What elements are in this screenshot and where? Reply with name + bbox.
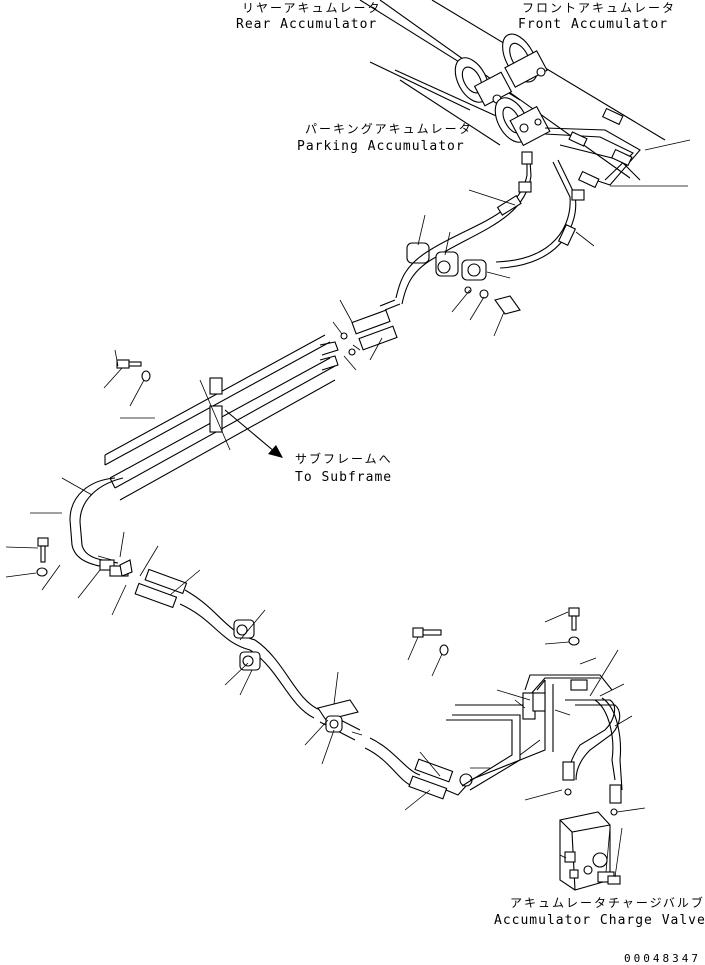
accumulator-charge-valve-label-en: Accumulator Charge Valve — [494, 913, 705, 928]
drawing-number: 00048347 — [624, 952, 701, 965]
leader-lines-misc — [114, 337, 383, 736]
lower-hoses — [134, 568, 490, 811]
to-subframe-label-en: To Subframe — [295, 470, 393, 485]
rear-accumulator-label-jp: リヤーアキュムレータ — [242, 1, 382, 15]
accumulator-charge-valve — [524, 788, 646, 891]
rear-accumulator — [359, 0, 521, 111]
rigid-pipes-right — [407, 627, 633, 804]
parking-accumulator — [394, 69, 551, 147]
to-subframe-label-jp: サブフレームへ — [295, 452, 393, 466]
parking-accumulator-label-en: Parking Accumulator — [297, 139, 465, 154]
tube-bundle — [30, 334, 339, 577]
clamp-assembly-upper — [406, 214, 521, 337]
parking-accumulator-label-jp: パーキングアキュムレータ — [305, 122, 473, 136]
bolts-left-lower — [5, 531, 159, 616]
front-accumulator-label-jp: フロントアキュムレータ — [522, 1, 677, 15]
accumulator-hoses — [429, 151, 595, 269]
main-hoses — [332, 249, 437, 371]
bolts-left-upper — [103, 359, 151, 407]
front-accumulator-label-en: Front Accumulator — [518, 17, 669, 32]
accumulator-charge-valve-label-jp: アキュムレータチャージバルブ — [510, 896, 705, 910]
to-subframe-arrow — [224, 409, 283, 458]
bolt-valve-top — [544, 607, 597, 665]
front-accumulator — [379, 0, 666, 179]
rear-accumulator-label-en: Rear Accumulator — [236, 17, 378, 32]
accumulator-lines — [544, 107, 691, 189]
clamps-lower — [224, 609, 359, 765]
